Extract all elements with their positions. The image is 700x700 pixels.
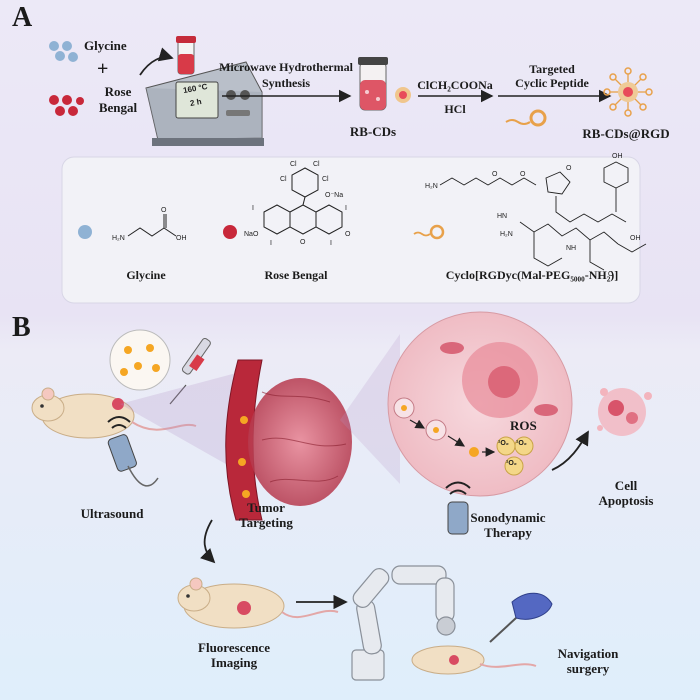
legend-glycine: Glycine (126, 268, 166, 282)
tumor-label-1: Tumor (247, 500, 285, 515)
particle-bubble-dots (120, 344, 160, 376)
svg-text:Cl: Cl (290, 161, 297, 168)
svg-text:I: I (345, 205, 347, 212)
svg-text:O: O (161, 207, 167, 214)
rose-label-2: Bengal (98, 100, 138, 115)
peptide-atom-labels: H₂N O O O OH HN H₂N NH OH O (425, 153, 641, 278)
rb-cds-label: RB-CDs (349, 124, 397, 139)
svg-text:O: O (300, 239, 306, 246)
fluorescence-label-2: Imaging (210, 655, 258, 670)
rose-bengal-dots (49, 95, 84, 116)
glycine-legend-dot (78, 225, 92, 239)
rb-cds-rgd-particle (603, 67, 653, 117)
navigation-label-1: Navigation (557, 646, 619, 661)
particle-bubble (109, 329, 171, 391)
svg-text:I: I (270, 240, 272, 247)
apoptosis-label-1: Cell (614, 478, 638, 493)
microwave-device (145, 36, 264, 146)
svg-text:O: O (492, 171, 498, 178)
plus-sign: + (97, 58, 109, 80)
apoptosis-label-2: Apoptosis (598, 493, 654, 508)
glycine-atom-labels: H₂N O OH (112, 207, 187, 242)
svg-text:O: O (345, 231, 351, 238)
svg-text:Cl: Cl (322, 176, 329, 183)
svg-text:I: I (330, 240, 332, 247)
synthesis-label-1: Microwave Hydrothermal (219, 60, 353, 74)
robot-arm (351, 565, 456, 681)
peptide-label-2: Cyclic Peptide (515, 76, 589, 90)
svg-text:O: O (520, 171, 526, 178)
imaging-arrow (200, 519, 216, 564)
svg-text:O: O (566, 165, 572, 172)
mitochondrion (440, 342, 464, 354)
legend-peptide: Cyclo[RGDyc(Mal-PEG₅₀₀₀-NH₂)] (445, 268, 619, 282)
ultrasound-probe-2 (445, 481, 471, 535)
svg-text:O: O (608, 271, 614, 278)
svg-text:Cl: Cl (280, 176, 287, 183)
tumor-label-2: Targeting (239, 515, 293, 530)
peptide-legend-icon (413, 224, 445, 240)
product-label: RB-CDs@RGD (582, 126, 670, 141)
svg-text:OH: OH (612, 153, 623, 160)
ros-bubbles (496, 436, 534, 476)
zoom-beam-1 (120, 372, 240, 472)
legend-box (61, 156, 641, 304)
mouse-surgery (411, 645, 537, 675)
navigation-label-2: surgery (566, 661, 610, 676)
svg-text:H₂N: H₂N (425, 183, 438, 190)
glycine-label: Glycine (84, 38, 127, 53)
svg-text:I: I (252, 205, 254, 212)
singlet-oxygen-3: ¹O₂ (506, 460, 517, 467)
ultrasound-label: Ultrasound (80, 506, 144, 521)
sdt-label-2: Therapy (484, 525, 532, 540)
reagent-top: ClCH₂COONa (417, 78, 493, 92)
rose-bengal-legend-dot (223, 225, 237, 239)
singlet-oxygen-2: ¹O₂ (516, 440, 527, 447)
svg-text:HN: HN (497, 213, 507, 220)
ultrasound-probe-1 (107, 416, 159, 487)
rose-label-1: Rose (104, 84, 132, 99)
svg-text:O⁻Na: O⁻Na (325, 192, 343, 199)
reagent-bottom: HCl (444, 102, 466, 116)
singlet-oxygen-1: ¹O₂ (498, 440, 509, 447)
svg-text:OH: OH (176, 235, 187, 242)
blood-vessel (225, 359, 263, 521)
svg-text:NaO: NaO (244, 231, 259, 238)
syringe (169, 338, 211, 405)
tumor-vessels (261, 391, 347, 483)
zoom-beam-2 (340, 334, 400, 484)
input-arrow (139, 47, 174, 76)
synthesis-label-2: Synthesis (261, 76, 311, 90)
sdt-label-1: Sonodynamic (470, 510, 546, 525)
apoptotic-cell (597, 388, 652, 436)
svg-text:OH: OH (630, 235, 641, 242)
peptide-label-1: Targeted (529, 62, 575, 76)
legend-rose-bengal: Rose Bengal (264, 268, 328, 282)
svg-text:H₂N: H₂N (500, 231, 513, 238)
glycine-dots (49, 41, 78, 62)
fluorescence-label-1: Fluorescence (198, 640, 270, 655)
mouse-imaging (177, 577, 339, 629)
released-particle (469, 447, 479, 457)
ros-label: ROS (510, 418, 537, 433)
panel-b-letter: B (12, 312, 31, 343)
glycine-structure (127, 214, 177, 237)
svg-text:Cl: Cl (313, 161, 320, 168)
svg-text:NH: NH (566, 245, 576, 252)
gloved-hand-scalpel (489, 592, 553, 643)
peptide-small-icon (505, 109, 547, 127)
panel-a-letter: A (12, 2, 33, 33)
peptide-structure (439, 161, 647, 271)
rose-bengal-structure (263, 167, 343, 235)
apoptosis-arrow (551, 430, 589, 471)
svg-text:H₂N: H₂N (112, 235, 125, 242)
mouse-ultrasound (31, 387, 197, 439)
rb-cds-vial (358, 57, 411, 111)
